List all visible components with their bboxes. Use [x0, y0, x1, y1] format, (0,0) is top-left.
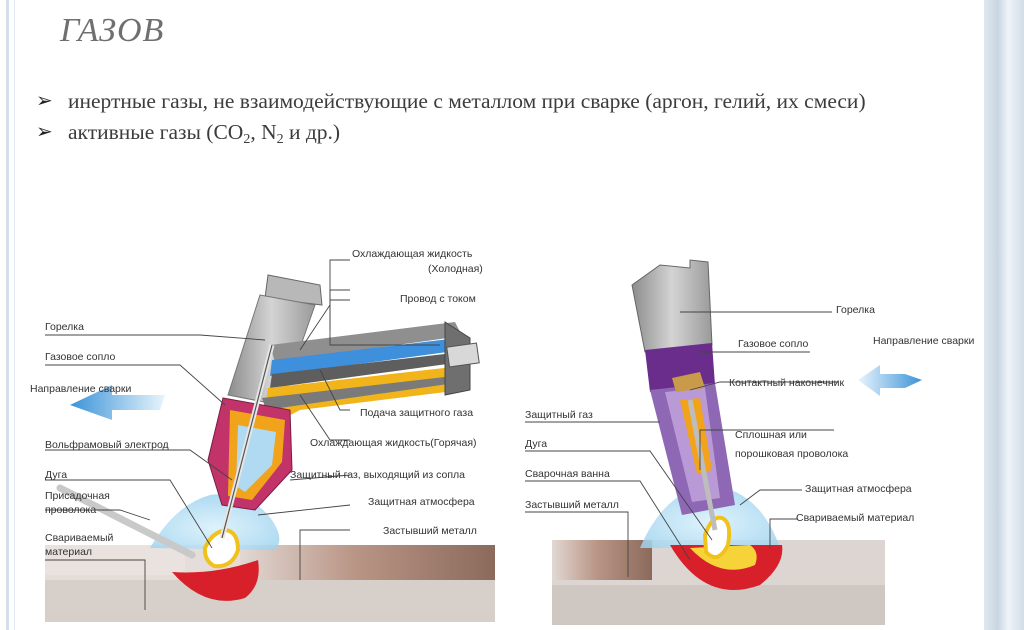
- bullet-active-gases: ➢ активные газы (CO2, N2 и др.): [34, 117, 964, 155]
- label-arc: Дуга: [45, 469, 67, 481]
- subscript: 2: [243, 132, 251, 147]
- label-r-shield-gas: Защитный газ: [525, 409, 593, 421]
- label-nozzle: Газовое сопло: [45, 351, 116, 363]
- label-solid-metal: Застывший металл: [383, 525, 477, 537]
- left-labels: Охлаждающая жидкость (Холодная) Провод с…: [30, 248, 483, 558]
- label-r-atmosphere: Защитная атмосфера: [805, 483, 912, 495]
- left-weld-pool: [172, 560, 259, 601]
- bullet-arrow-icon: ➢: [36, 90, 53, 112]
- slide-frame-line: [14, 0, 15, 630]
- label-cool-hot: Охлаждающая жидкость(Горячая): [310, 437, 477, 449]
- right-solid-metal: [552, 540, 652, 580]
- label-r-contact-tip: Контактный наконечник: [729, 377, 845, 389]
- label-cool-cold: Охлаждающая жидкость: [352, 248, 473, 260]
- bullet-text-part: и др.): [283, 120, 341, 144]
- bullet-list: ➢ инертные газы, не взаимодействующие с …: [34, 86, 964, 155]
- label-r-base: Свариваемый материал: [796, 512, 914, 524]
- left-leader-lines: [45, 259, 440, 610]
- subscript: 2: [276, 132, 284, 147]
- bullet-inert-gases: ➢ инертные газы, не взаимодействующие с …: [34, 86, 964, 117]
- right-leader-lines: [525, 311, 838, 577]
- left-arc: [202, 527, 241, 569]
- label-base-2: материал: [45, 546, 92, 558]
- label-r-solid-wire: Сплошная или: [735, 429, 807, 441]
- label-tungsten: Вольфрамовый электрод: [45, 439, 169, 451]
- left-solid-metal: [240, 545, 495, 585]
- label-r-arc: Дуга: [525, 438, 547, 450]
- left-diagram-tig: [45, 274, 495, 622]
- slide-frame-left: [6, 0, 9, 630]
- left-filler-wire: [56, 484, 196, 559]
- label-r-solid-metal: Застывший металл: [525, 499, 619, 511]
- slide-title: ГАЗОВ: [60, 12, 165, 49]
- bullet-arrow-icon: ➢: [36, 121, 53, 143]
- label-wire-current: Провод с током: [400, 293, 476, 305]
- label-r-weld-pool: Сварочная ванна: [525, 468, 610, 480]
- label-torch: Горелка: [45, 321, 84, 333]
- label-base: Свариваемый: [45, 532, 113, 544]
- label-direction: Направление сварки: [30, 383, 131, 395]
- left-direction-arrow: [70, 385, 165, 420]
- label-r-direction: Направление сварки: [873, 335, 974, 347]
- right-diagram-mig: [552, 259, 922, 625]
- bullet-text-part: , N: [250, 120, 277, 144]
- left-torch: [207, 274, 480, 539]
- label-r-solid-wire-2: порошковая проволока: [735, 448, 848, 460]
- right-arc: [702, 515, 732, 560]
- label-r-torch: Горелка: [836, 304, 875, 316]
- right-labels: Горелка Направление сварки Газовое сопло…: [525, 304, 974, 524]
- label-filler-2: проволока: [45, 504, 96, 516]
- label-gas-out: Защитный газ, выходящий из сопла: [290, 469, 465, 481]
- label-r-nozzle: Газовое сопло: [738, 338, 809, 350]
- slide-frame-right: [984, 0, 1024, 630]
- right-torch: [631, 259, 735, 531]
- label-cool-cold-2: (Холодная): [428, 263, 483, 275]
- bullet-text: инертные газы, не взаимодействующие с ме…: [68, 89, 866, 113]
- right-direction-arrow: [858, 365, 922, 396]
- label-gas-supply: Подача защитного газа: [360, 407, 473, 419]
- label-atmosphere: Защитная атмосфера: [368, 496, 475, 508]
- label-filler: Присадочная: [45, 490, 110, 502]
- bullet-text-part: активные газы (CO: [68, 120, 244, 144]
